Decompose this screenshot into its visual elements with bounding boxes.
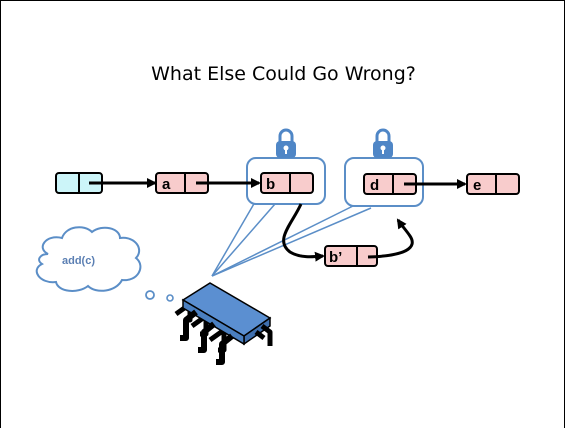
node-b-label: b (266, 176, 275, 193)
node-b-prime-label: b’ (329, 249, 342, 266)
lock-icon (276, 128, 296, 158)
lock-icon (373, 128, 393, 158)
node-a-label: a (162, 176, 171, 193)
page-title: What Else Could Go Wrong? (151, 63, 416, 85)
thought-cloud-icon: add(c) (35, 226, 174, 302)
node-d: d (363, 173, 417, 195)
processor-chip-icon (174, 282, 273, 365)
node-b: b (260, 172, 314, 194)
thought-text: add(c) (62, 255, 95, 267)
node-e: e (466, 173, 520, 195)
node-d-label: d (370, 177, 379, 194)
pointer-arrows (89, 178, 467, 262)
node-e-label: e (473, 177, 481, 194)
